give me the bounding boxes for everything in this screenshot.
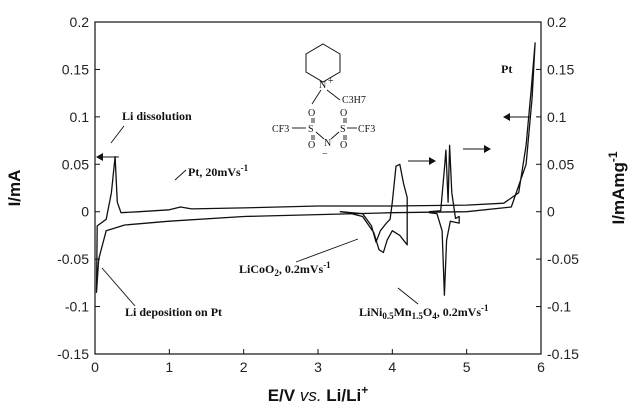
- right-y-tick-label: -0.05: [547, 251, 579, 267]
- series-licoo2-line: [339, 163, 408, 254]
- x-tick-label: 2: [240, 359, 248, 375]
- leader-licoo2: [295, 238, 359, 263]
- x-tick-label: 0: [91, 359, 99, 375]
- x-tick-label: 1: [165, 359, 173, 375]
- tick-marks: [94, 21, 542, 355]
- leader-pt-rate: [174, 169, 187, 181]
- left-y-tick-label: 0: [81, 204, 89, 220]
- left-y-tick-label: -0.05: [57, 251, 89, 267]
- x-tick-label: 4: [388, 359, 396, 375]
- left-y-tick-label: 0.05: [62, 156, 89, 172]
- left-y-tick-label: 0.15: [62, 61, 89, 77]
- structure-cf3-right: CF3: [358, 124, 375, 135]
- arrow-right-licoo2: [408, 157, 436, 165]
- left-y-tick-label: 0.1: [70, 109, 90, 125]
- x-tick-label: 6: [537, 359, 545, 375]
- left-y-tick-label: -0.1: [65, 299, 89, 315]
- series-lini-line: [428, 144, 460, 296]
- left-y-axis-label: I/mA: [5, 170, 24, 207]
- left-y-tick-labels: -0.15 -0.1 -0.05 0 0.05 0.1 0.15 0.2: [57, 14, 89, 362]
- structure-o1: O: [308, 108, 315, 119]
- chemical-structure: N + C3H7 CF3 CF3 S S O O O O N −: [272, 43, 375, 160]
- piperidinium-ring: [305, 43, 341, 83]
- structure-minus: −: [322, 149, 328, 160]
- annotation-licoo2: LiCoO2, 0.2mVs-1: [239, 260, 331, 278]
- right-y-tick-label: -0.1: [547, 299, 571, 315]
- annotation-lini: LiNi0.5Mn1.5O4, 0.2mVs-1: [359, 303, 489, 321]
- structure-plus: +: [328, 76, 334, 87]
- right-y-tick-label: 0.05: [547, 156, 574, 172]
- arrow-left-li-dissolution: [96, 153, 119, 161]
- structure-o2: O: [308, 140, 315, 151]
- annotation-pt: Pt: [501, 62, 512, 76]
- right-y-tick-label: 0.1: [547, 109, 567, 125]
- right-y-tick-label: 0.15: [547, 61, 574, 77]
- structure-s-right: S: [340, 124, 346, 135]
- structure-o3: O: [340, 108, 347, 119]
- leader-li-dissolution: [110, 125, 125, 144]
- x-tick-label: 3: [314, 359, 322, 375]
- series-pt-line: [95, 42, 536, 293]
- curves: [95, 42, 536, 296]
- structure-n: N: [319, 80, 326, 91]
- right-y-tick-label: 0.2: [547, 14, 567, 30]
- annotation-li-dissolution: Li dissolution: [122, 109, 192, 123]
- structure-n-minus: N: [324, 138, 331, 149]
- right-y-axis-label: I/mAmg-1: [606, 151, 628, 224]
- annotation-pt-rate: Pt, 20mVs-1: [188, 163, 249, 179]
- arrow-right-lini: [463, 145, 491, 153]
- left-y-tick-label: -0.15: [57, 346, 89, 362]
- structure-o4: O: [340, 140, 347, 151]
- structure-s-left: S: [308, 124, 314, 135]
- structure-cf3-left: CF3: [272, 124, 289, 135]
- annotation-li-deposition: Li deposition on Pt: [125, 305, 222, 319]
- x-tick-label: 5: [463, 359, 471, 375]
- right-y-tick-label: 0: [547, 204, 555, 220]
- structure-c3h7: C3H7: [342, 95, 366, 106]
- leader-lini: [397, 287, 419, 305]
- x-axis-label: E/V vs. Li/Li+: [268, 383, 369, 405]
- right-y-tick-labels: -0.15 -0.1 -0.05 0 0.05 0.1 0.15 0.2: [547, 14, 579, 362]
- arrow-left-pt: [503, 113, 530, 121]
- left-y-tick-label: 0.2: [70, 14, 90, 30]
- leader-li-deposition: [101, 267, 136, 307]
- x-tick-labels: 0 1 2 3 4 5 6: [91, 359, 545, 375]
- right-y-tick-label: -0.15: [547, 346, 579, 362]
